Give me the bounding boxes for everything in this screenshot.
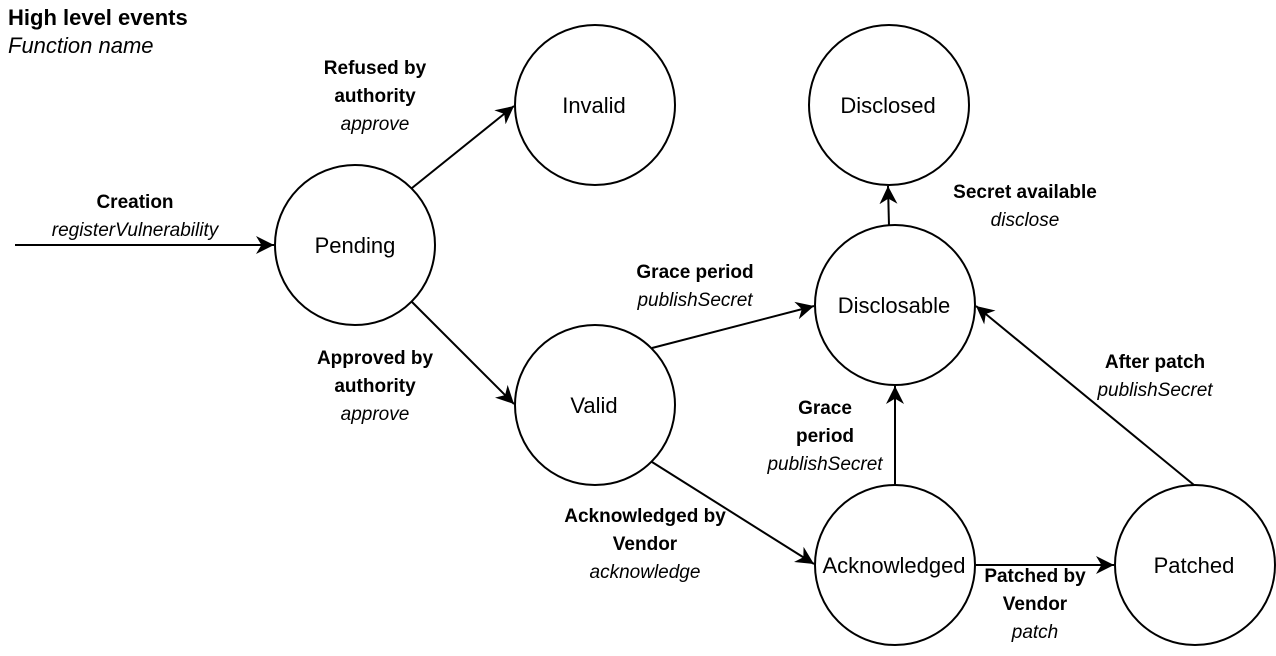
state-disclosed-label: Disclosed	[840, 93, 935, 118]
edge-grace-valid	[651, 301, 815, 349]
edge-secret-available	[879, 185, 898, 227]
state-pending: Pending	[274, 164, 436, 326]
state-disclosable: Disclosable	[814, 224, 976, 386]
state-pending-label: Pending	[315, 233, 396, 258]
state-valid: Valid	[514, 324, 676, 486]
edge-approved	[411, 301, 515, 405]
legend-events: High level events	[8, 5, 188, 30]
label-acknowledged-event-2: Vendor	[612, 534, 678, 555]
label-secret-available: Secret available disclose	[953, 179, 1097, 235]
label-refused: Refused by authority approve	[324, 55, 426, 139]
label-approved-event-1: Approved by	[316, 348, 434, 369]
label-refused-function: approve	[340, 114, 410, 135]
label-grace-ack: Grace period publishSecret	[767, 395, 882, 479]
state-valid-label: Valid	[570, 393, 617, 418]
label-creation: Creation registerVulnerability	[52, 189, 219, 245]
edge-acknowledged	[651, 461, 815, 565]
label-approved-function: approve	[340, 404, 410, 425]
label-patched-function: patch	[1011, 622, 1059, 643]
label-patched-event-2: Vendor	[1002, 594, 1068, 615]
label-acknowledged: Acknowledged by Vendor acknowledge	[564, 503, 726, 587]
label-secret-available-function: disclose	[990, 210, 1060, 231]
label-after-patch-event: After patch	[1104, 352, 1206, 373]
edge-refused	[411, 105, 515, 189]
label-creation-function: registerVulnerability	[51, 220, 219, 241]
label-grace-valid-function: publishSecret	[637, 290, 753, 311]
label-after-patch: After patch publishSecret	[1097, 349, 1212, 405]
state-patched-label: Patched	[1154, 553, 1235, 578]
label-creation-event: Creation	[96, 192, 174, 213]
label-approved: Approved by authority approve	[317, 345, 433, 429]
label-grace-valid-event: Grace period	[636, 262, 754, 283]
legend-functions: Function name	[8, 33, 154, 58]
label-patched-event-1: Patched by	[984, 566, 1086, 587]
legend: High level events Function name	[8, 4, 188, 60]
label-secret-available-event: Secret available	[953, 182, 1097, 203]
state-disclosable-label: Disclosable	[838, 293, 951, 318]
label-approved-event-2: authority	[334, 376, 416, 397]
label-grace-ack-function: publishSecret	[767, 454, 883, 475]
label-patched: Patched by Vendor patch	[984, 563, 1085, 647]
label-acknowledged-function: acknowledge	[589, 562, 701, 583]
state-acknowledged-label: Acknowledged	[822, 553, 965, 578]
label-refused-event-1: Refused by	[323, 58, 427, 79]
state-acknowledged: Acknowledged	[814, 484, 976, 646]
label-grace-ack-event-2: period	[795, 426, 855, 447]
label-acknowledged-event-1: Acknowledged by	[564, 506, 726, 527]
label-after-patch-function: publishSecret	[1097, 380, 1213, 401]
state-invalid-label: Invalid	[562, 93, 626, 118]
label-grace-valid: Grace period publishSecret	[636, 259, 753, 315]
label-refused-event-2: authority	[334, 86, 416, 107]
label-grace-ack-event-1: Grace	[798, 398, 852, 419]
edge-after-patch	[975, 305, 1195, 486]
state-invalid: Invalid	[514, 24, 676, 186]
state-patched: Patched	[1114, 484, 1276, 646]
state-disclosed: Disclosed	[808, 24, 970, 186]
